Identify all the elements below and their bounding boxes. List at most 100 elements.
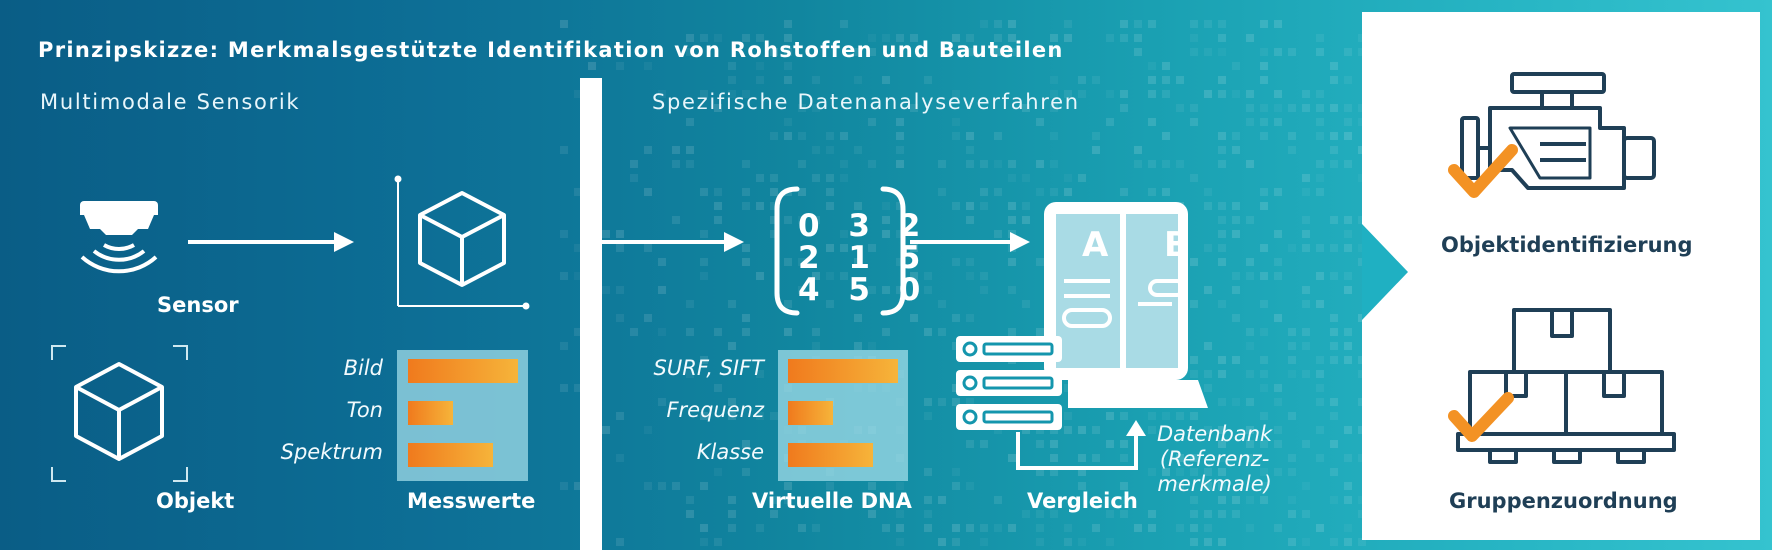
- pattern-pixel: [1106, 90, 1114, 98]
- pattern-pixel: [742, 440, 750, 448]
- pattern-pixel: [784, 132, 792, 140]
- pattern-pixel: [1190, 538, 1198, 546]
- pattern-pixel: [1302, 286, 1310, 294]
- pattern-pixel: [980, 272, 988, 280]
- pattern-pixel: [826, 300, 834, 308]
- pattern-pixel: [1302, 328, 1310, 336]
- pattern-pixel: [574, 90, 582, 98]
- pattern-pixel: [1330, 468, 1338, 476]
- pattern-pixel: [686, 510, 694, 518]
- pattern-pixel: [756, 412, 764, 420]
- pattern-pixel: [1246, 454, 1254, 462]
- pattern-pixel: [1134, 160, 1142, 168]
- pattern-pixel: [1092, 454, 1100, 462]
- pattern-pixel: [616, 286, 624, 294]
- pattern-pixel: [924, 510, 932, 518]
- pattern-pixel: [700, 272, 708, 280]
- pattern-pixel: [1218, 258, 1226, 266]
- pattern-pixel: [896, 34, 904, 42]
- pattern-pixel: [1288, 370, 1296, 378]
- pattern-pixel: [994, 20, 1002, 28]
- pattern-pixel: [938, 188, 946, 196]
- pattern-pixel: [812, 272, 820, 280]
- pattern-pixel: [994, 496, 1002, 504]
- boxes-pallet-icon: [1448, 308, 1676, 464]
- pattern-pixel: [672, 146, 680, 154]
- pattern-pixel: [1344, 272, 1352, 280]
- pattern-pixel: [1288, 496, 1296, 504]
- pattern-pixel: [1120, 454, 1128, 462]
- pattern-pixel: [1064, 412, 1072, 420]
- pattern-pixel: [1078, 174, 1086, 182]
- pattern-pixel: [1288, 328, 1296, 336]
- pattern-pixel: [616, 412, 624, 420]
- pattern-pixel: [1246, 90, 1254, 98]
- pattern-pixel: [686, 34, 694, 42]
- pattern-pixel: [1316, 454, 1324, 462]
- pattern-pixel: [1064, 90, 1072, 98]
- pattern-pixel: [966, 202, 974, 210]
- pattern-pixel: [1148, 426, 1156, 434]
- pattern-pixel: [1246, 258, 1254, 266]
- pattern-pixel: [1288, 342, 1296, 350]
- pattern-pixel: [1176, 76, 1184, 84]
- pattern-pixel: [1344, 538, 1352, 546]
- pattern-pixel: [1288, 104, 1296, 112]
- label-datenbank: Datenbank (Referenz- merkmale): [1157, 422, 1272, 497]
- pattern-pixel: [784, 496, 792, 504]
- pattern-pixel: [896, 482, 904, 490]
- pattern-pixel: [1260, 300, 1268, 308]
- pattern-pixel: [616, 244, 624, 252]
- feature-matrix: 0 3 2 2 1 5 4 5 0: [798, 210, 929, 306]
- pattern-pixel: [952, 90, 960, 98]
- pattern-pixel: [616, 230, 624, 238]
- engine-icon: [1448, 72, 1656, 198]
- pattern-pixel: [1036, 160, 1044, 168]
- pattern-pixel: [1330, 272, 1338, 280]
- pattern-pixel: [1232, 398, 1240, 406]
- pattern-pixel: [1288, 356, 1296, 364]
- pattern-pixel: [1204, 370, 1212, 378]
- pattern-pixel: [910, 34, 918, 42]
- pattern-pixel: [742, 258, 750, 266]
- pattern-pixel: [980, 202, 988, 210]
- pattern-pixel: [1190, 34, 1198, 42]
- pattern-pixel: [1232, 146, 1240, 154]
- pattern-pixel: [1050, 510, 1058, 518]
- pattern-pixel: [742, 468, 750, 476]
- matrix-row: 0 3 2: [798, 208, 930, 244]
- pattern-pixel: [1162, 412, 1170, 420]
- pattern-pixel: [896, 258, 904, 266]
- camera-sensor-icon: [80, 201, 158, 274]
- pattern-pixel: [1162, 132, 1170, 140]
- label-sensor: Sensor: [157, 293, 239, 317]
- pattern-pixel: [966, 160, 974, 168]
- pattern-pixel: [1344, 104, 1352, 112]
- pattern-pixel: [1092, 146, 1100, 154]
- pattern-pixel: [1134, 146, 1142, 154]
- arrow-sensor-to-measurement: [188, 232, 354, 252]
- pattern-pixel: [686, 328, 694, 336]
- pattern-pixel: [952, 118, 960, 126]
- pattern-pixel: [938, 328, 946, 336]
- pattern-pixel: [728, 76, 736, 84]
- pattern-pixel: [1274, 20, 1282, 28]
- messwerte-label: Ton: [346, 398, 383, 422]
- pattern-pixel: [1190, 258, 1198, 266]
- pattern-pixel: [686, 496, 694, 504]
- pattern-pixel: [1316, 426, 1324, 434]
- pattern-pixel: [1134, 34, 1142, 42]
- pattern-pixel: [1078, 482, 1086, 490]
- pattern-pixel: [1204, 482, 1212, 490]
- pattern-pixel: [1260, 412, 1268, 420]
- pattern-pixel: [1316, 524, 1324, 532]
- pattern-pixel: [1078, 538, 1086, 546]
- pattern-pixel: [574, 272, 582, 280]
- pattern-pixel: [1302, 300, 1310, 308]
- pattern-pixel: [938, 160, 946, 168]
- datenbank-line: merkmale): [1157, 472, 1272, 496]
- pattern-pixel: [812, 76, 820, 84]
- pattern-pixel: [896, 160, 904, 168]
- pattern-pixel: [882, 76, 890, 84]
- pattern-pixel: [1190, 20, 1198, 28]
